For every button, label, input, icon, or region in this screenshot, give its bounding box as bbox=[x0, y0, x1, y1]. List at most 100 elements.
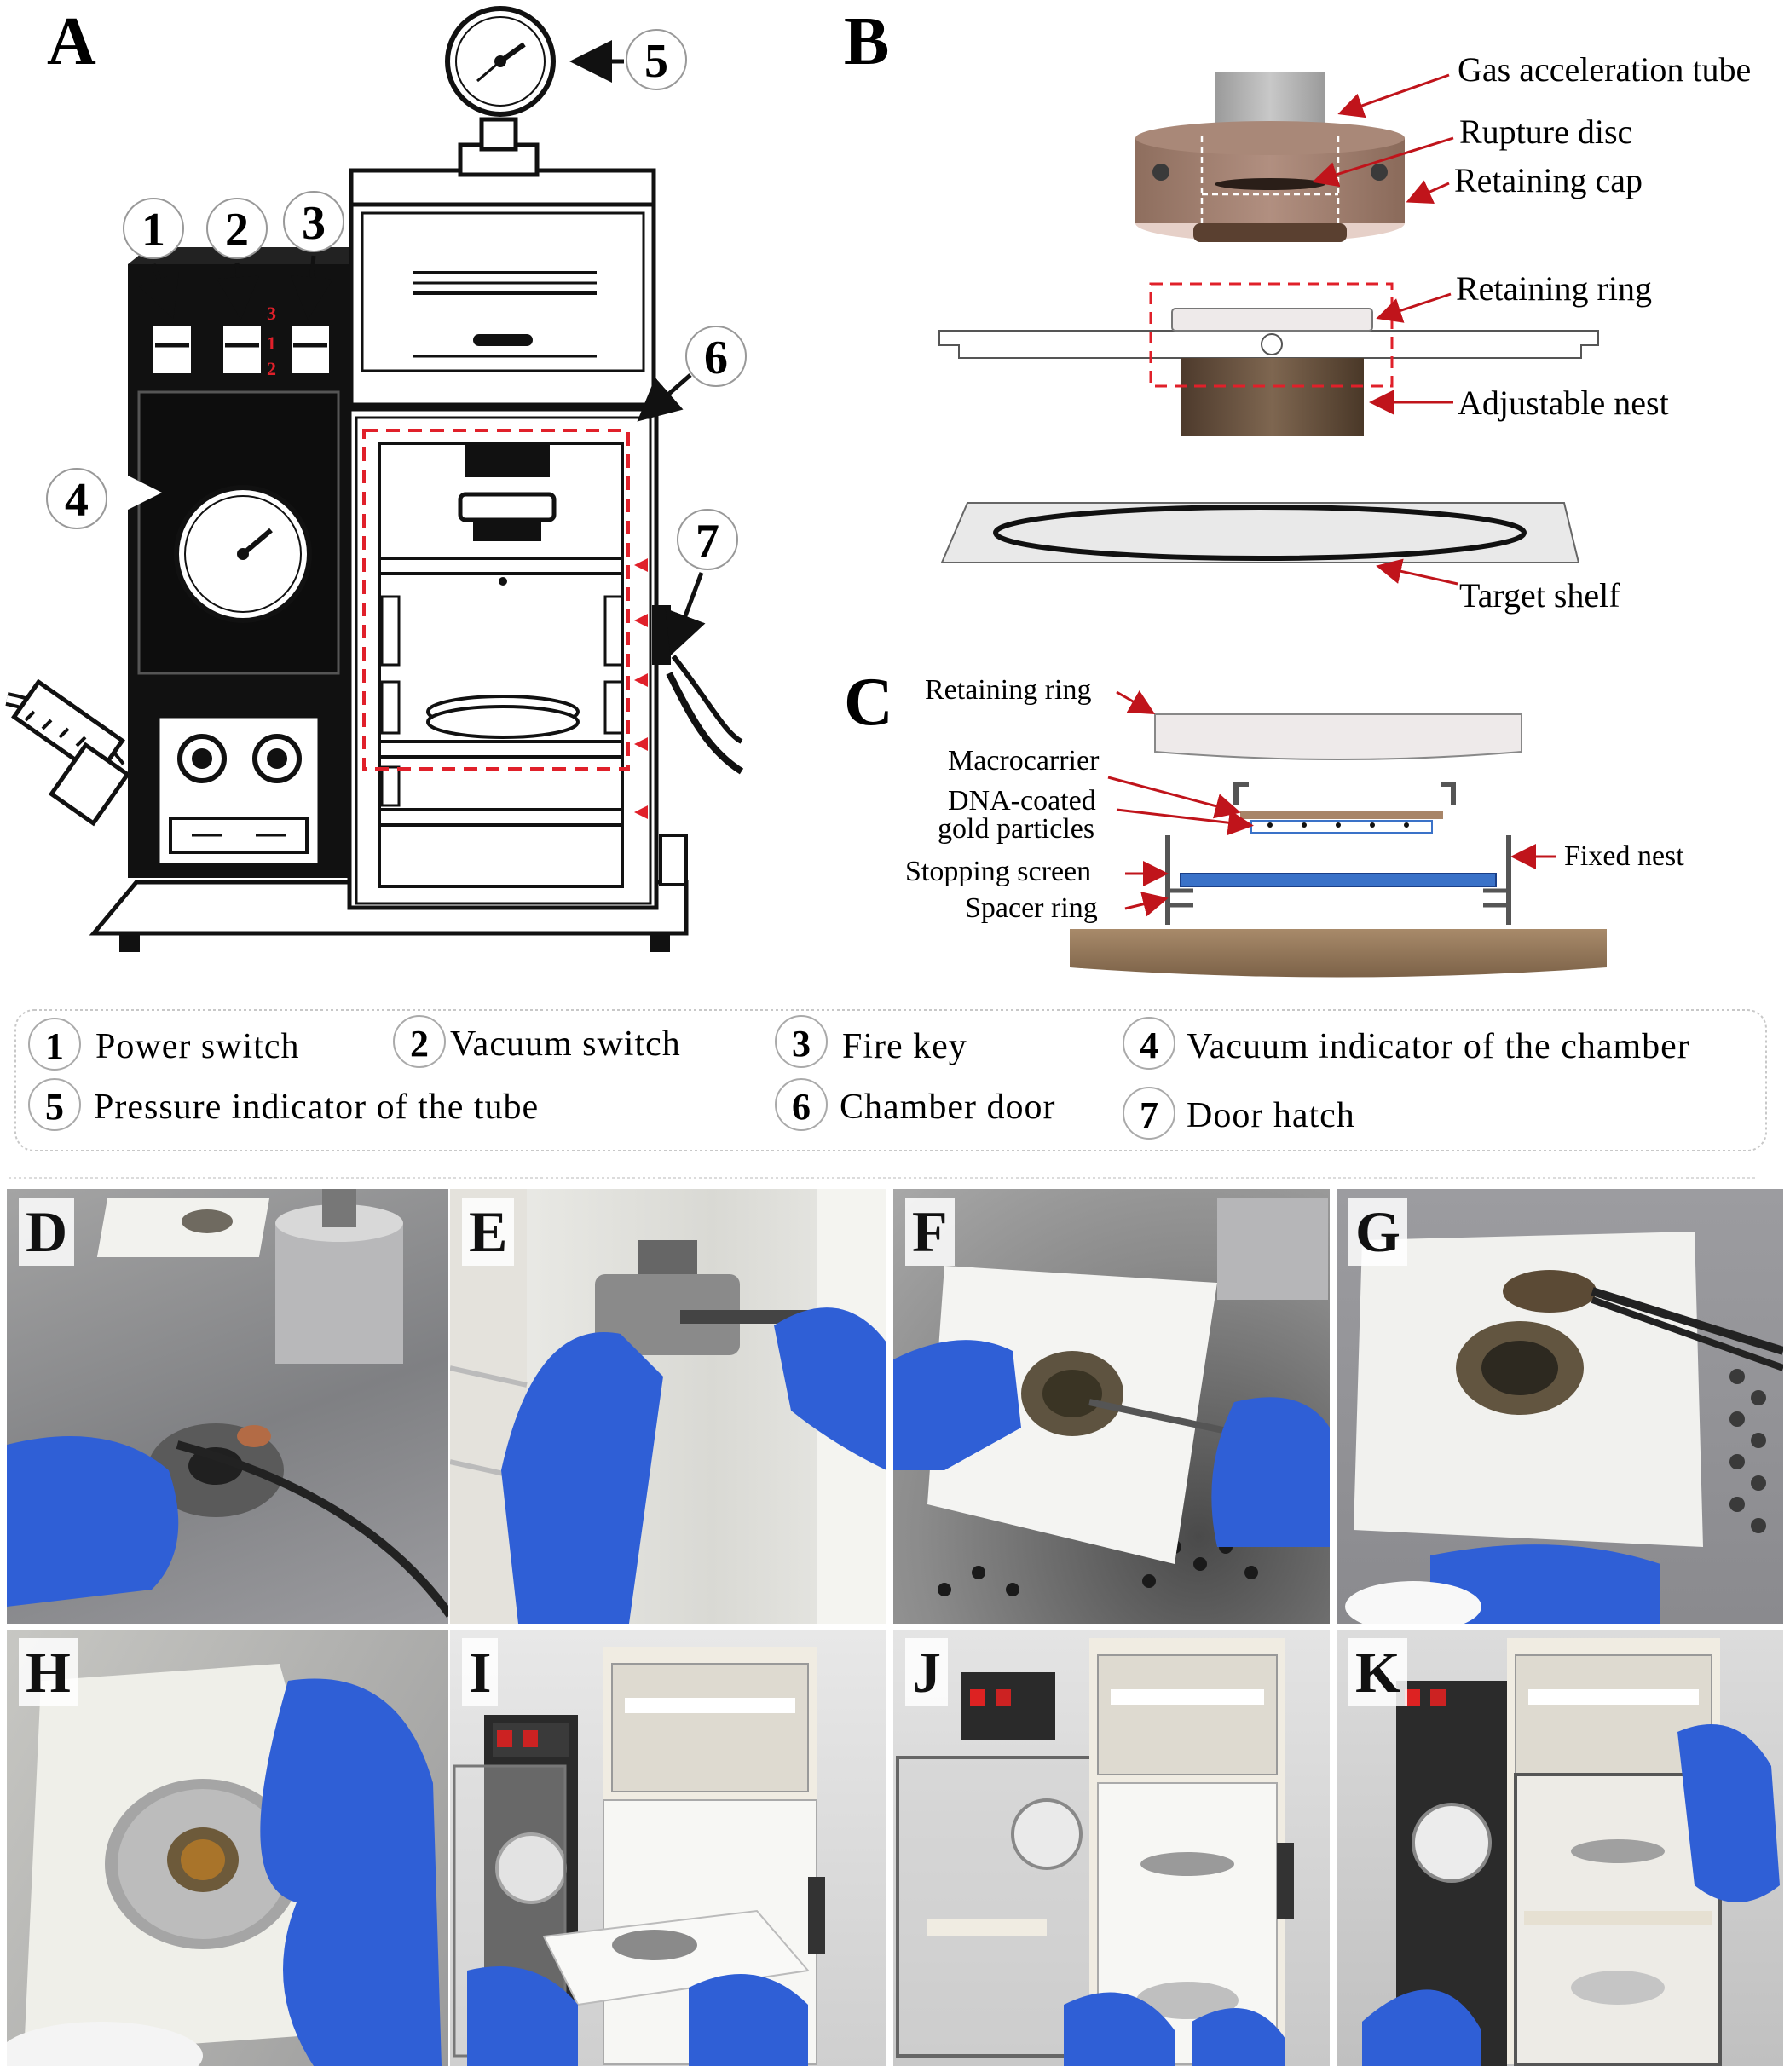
device-foot bbox=[119, 933, 140, 952]
svg-text:5: 5 bbox=[644, 35, 668, 88]
shelf bbox=[378, 557, 624, 575]
label-rupture-disc: Rupture disc bbox=[1459, 113, 1632, 151]
photo-g-letter: G bbox=[1348, 1198, 1407, 1266]
label-macrocarrier: Macrocarrier bbox=[948, 745, 1100, 776]
svg-text:Fire key: Fire key bbox=[842, 1027, 967, 1066]
svg-text:4: 4 bbox=[65, 474, 89, 527]
photo-f: F bbox=[893, 1189, 1330, 1624]
photo-j: J bbox=[893, 1630, 1330, 2066]
photo-f-scene bbox=[893, 1198, 1330, 1596]
photo-g: G bbox=[1337, 1189, 1783, 1624]
svg-text:Power switch: Power switch bbox=[95, 1027, 299, 1066]
target-shelf bbox=[940, 502, 1580, 563]
svg-text:2: 2 bbox=[225, 204, 249, 257]
photo-e-scene bbox=[450, 1189, 886, 1624]
svg-text:6: 6 bbox=[704, 332, 728, 384]
photo-i-letter: I bbox=[462, 1638, 499, 1706]
label-adjustable-nest: Adjustable nest bbox=[1458, 384, 1669, 422]
photo-d-letter: D bbox=[19, 1198, 75, 1266]
photo-h: H bbox=[7, 1630, 448, 2066]
callout-1: 1 bbox=[123, 198, 184, 320]
photo-i-scene bbox=[453, 1647, 825, 2066]
photo-k-letter: K bbox=[1348, 1638, 1407, 1706]
retaining-ring-c bbox=[1154, 713, 1522, 760]
label-stopping-screen: Stopping screen bbox=[905, 856, 1091, 887]
legend: 1 Power switch 2 Vacuum switch 3 Fire ke… bbox=[9, 1009, 1767, 1179]
fire-key[interactable] bbox=[288, 322, 332, 377]
svg-text:Pressure indicator of the tube: Pressure indicator of the tube bbox=[94, 1088, 539, 1127]
photo-h-letter: H bbox=[19, 1638, 78, 1706]
legend-item-4: 4 Vacuum indicator of the chamber bbox=[1123, 1017, 1689, 1070]
panel-b-letter: B bbox=[844, 4, 889, 79]
legend-item-6: 6 Chamber door bbox=[775, 1078, 1055, 1131]
label-fixed-nest: Fixed nest bbox=[1564, 840, 1684, 872]
label-retaining-cap: Retaining cap bbox=[1454, 161, 1643, 199]
svg-text:3: 3 bbox=[302, 197, 326, 250]
switch-mark: 1 bbox=[267, 332, 276, 354]
vacuum-switch[interactable] bbox=[220, 322, 264, 377]
photo-k: K bbox=[1337, 1630, 1783, 2066]
callout-2: 2 bbox=[206, 198, 268, 320]
rupture-disc bbox=[1215, 178, 1325, 190]
shelf bbox=[378, 808, 624, 827]
svg-text:Chamber door: Chamber door bbox=[840, 1088, 1055, 1127]
label-spacer-ring: Spacer ring bbox=[965, 892, 1098, 924]
door-hatch[interactable] bbox=[652, 605, 671, 665]
legend-item-5: 5 Pressure indicator of the tube bbox=[28, 1078, 539, 1131]
macrocarrier bbox=[1240, 811, 1443, 819]
label-target-shelf: Target shelf bbox=[1459, 576, 1620, 615]
callout-6: 6 bbox=[637, 326, 747, 422]
gas-tube-drawing bbox=[465, 443, 550, 477]
svg-text:1: 1 bbox=[141, 204, 165, 257]
device-foot bbox=[650, 933, 670, 952]
svg-text:Vacuum switch: Vacuum switch bbox=[450, 1024, 681, 1064]
photo-j-letter: J bbox=[905, 1638, 948, 1706]
panel-b: B Gas acceleration tube Rupture disc Ret… bbox=[844, 4, 1751, 615]
svg-text:7: 7 bbox=[696, 515, 719, 568]
label-dna-line1: DNA-coated bbox=[948, 785, 1096, 817]
svg-text:3: 3 bbox=[792, 1023, 811, 1065]
legend-item-3: 3 Fire key bbox=[775, 1015, 967, 1068]
photo-j-scene bbox=[896, 1638, 1294, 2066]
svg-text:2: 2 bbox=[410, 1023, 429, 1065]
svg-text:1: 1 bbox=[45, 1025, 64, 1067]
switch-mark: 3 bbox=[267, 303, 276, 324]
retaining-ring-b bbox=[1171, 308, 1373, 332]
svg-text:6: 6 bbox=[792, 1086, 811, 1128]
shelf bbox=[378, 740, 624, 759]
pressure-gauge bbox=[445, 6, 556, 117]
photo-g-scene bbox=[1345, 1232, 1783, 1624]
label-retaining-ring: Retaining ring bbox=[1456, 269, 1652, 308]
stopping-screen bbox=[1180, 873, 1497, 887]
photo-e: E bbox=[450, 1189, 886, 1624]
svg-text:4: 4 bbox=[1140, 1024, 1158, 1066]
switch-mark: 2 bbox=[267, 358, 276, 379]
callout-7: 7 bbox=[665, 509, 738, 656]
photo-k-scene bbox=[1362, 1638, 1780, 2066]
photo-f-letter: F bbox=[905, 1198, 955, 1266]
callout-4: 4 bbox=[46, 468, 162, 529]
callout-5: 5 bbox=[569, 29, 687, 90]
panel-a: A 3 1 2 bbox=[5, 4, 747, 952]
switch-panel: 3 1 2 bbox=[150, 303, 332, 379]
fixed-nest-base bbox=[1070, 929, 1607, 978]
callout-3: 3 bbox=[283, 191, 344, 320]
legend-item-1: 1 Power switch bbox=[28, 1018, 299, 1071]
legend-item-7: 7 Door hatch bbox=[1123, 1087, 1355, 1140]
panel-c: C Retaining ring Macrocarrier DNA-coated… bbox=[844, 665, 1684, 978]
panel-c-letter: C bbox=[844, 665, 893, 740]
photo-e-letter: E bbox=[462, 1198, 515, 1266]
label-c-retaining-ring: Retaining ring bbox=[925, 674, 1091, 706]
photo-d: D bbox=[7, 1189, 448, 1624]
vacuum-gauge bbox=[174, 485, 312, 623]
door-hatch-markers bbox=[634, 558, 648, 819]
power-switch[interactable] bbox=[150, 322, 194, 377]
panel-a-letter: A bbox=[47, 4, 96, 79]
vacuum-hose bbox=[5, 678, 131, 827]
label-gas-tube: Gas acceleration tube bbox=[1458, 50, 1751, 89]
legend-item-2: 2 Vacuum switch bbox=[393, 1015, 681, 1068]
svg-text:7: 7 bbox=[1140, 1094, 1158, 1136]
svg-text:Door hatch: Door hatch bbox=[1187, 1096, 1355, 1135]
